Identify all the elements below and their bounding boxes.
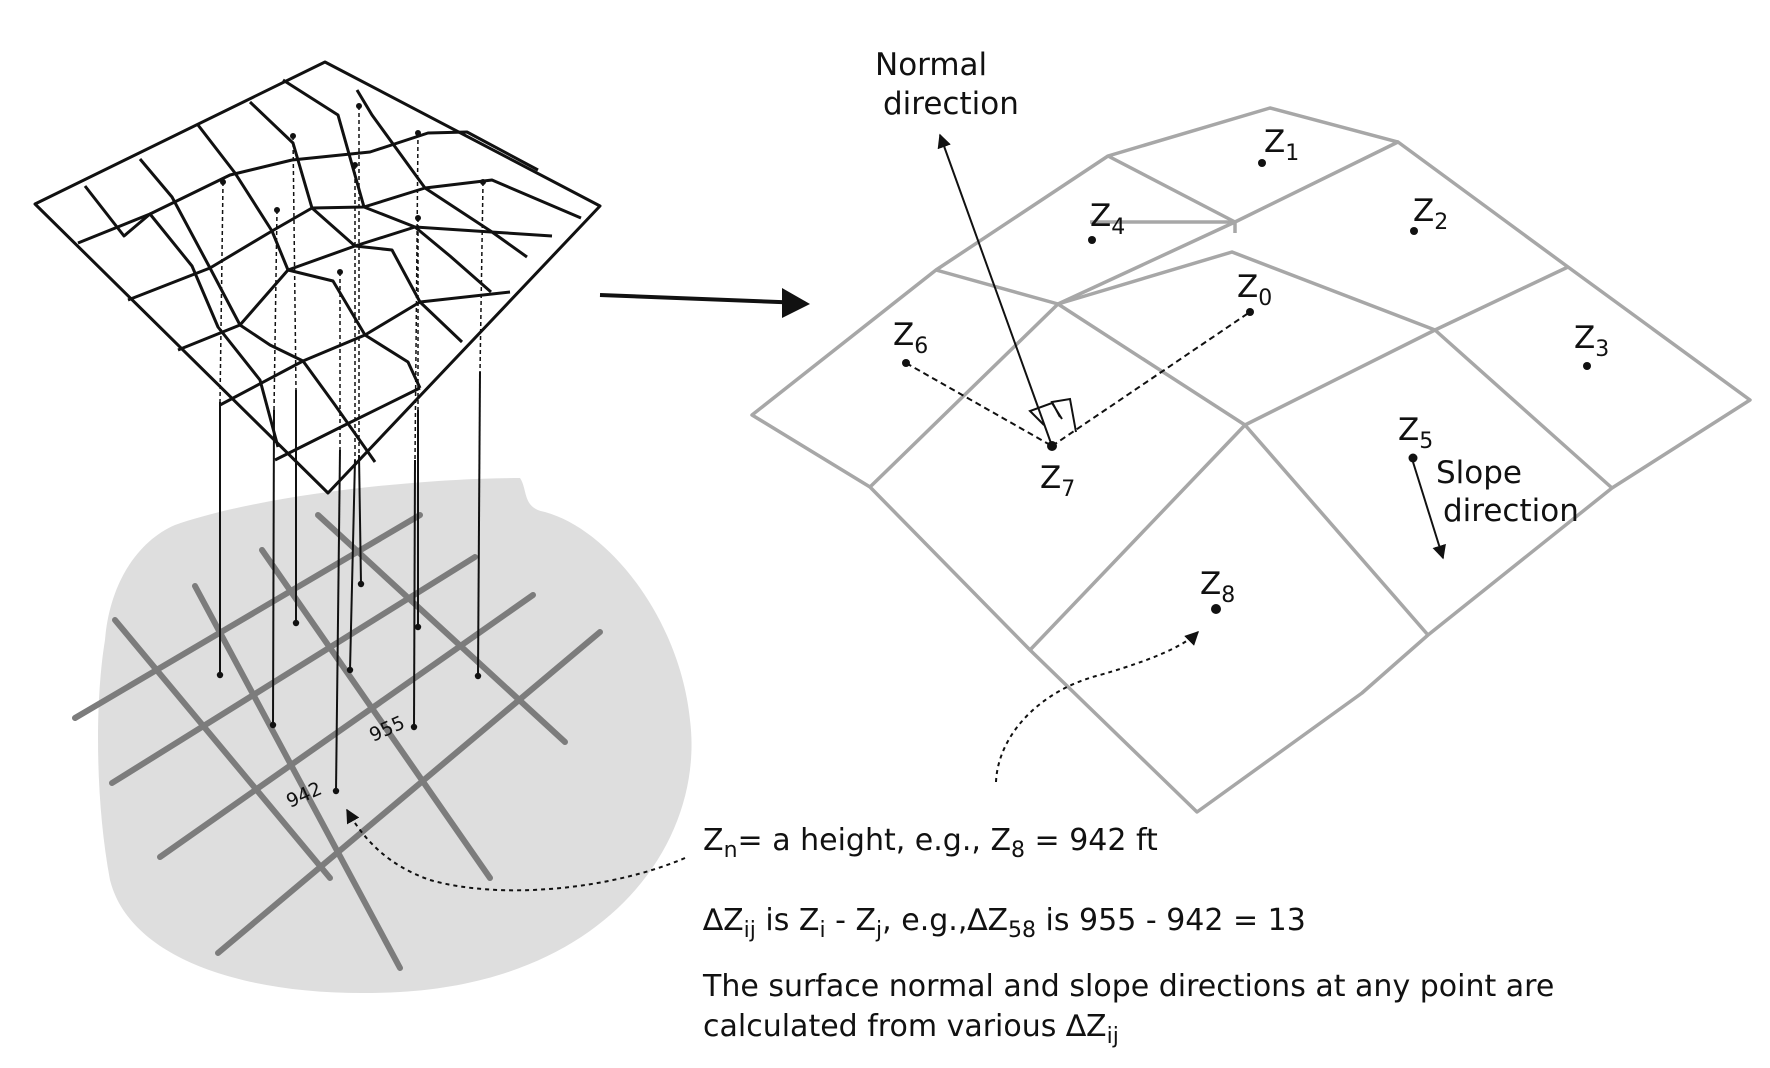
base-map-grid <box>72 512 603 971</box>
label-z2: Z2 <box>1413 193 1448 235</box>
label-z6: Z6 <box>893 317 928 359</box>
slope-direction-label-line1: Slope <box>1436 455 1522 491</box>
zoom-arrow <box>599 293 806 305</box>
caption-line-1: Zn= a height, e.g., Z8 = 942 ft <box>703 823 1158 863</box>
base-map <box>72 478 692 994</box>
label-z7: Z7 <box>1040 460 1075 502</box>
right-angle-marks <box>1028 397 1077 433</box>
normal-direction-label-line2: direction <box>883 86 1019 122</box>
base-map-region <box>98 478 692 994</box>
zoomed-surface-outline <box>750 106 1752 814</box>
projection-lines <box>216 103 486 795</box>
caption-line-3: The surface normal and slope directions … <box>702 969 1554 1004</box>
z8-leader-arrow <box>995 631 1199 783</box>
label-z1: Z1 <box>1264 124 1299 166</box>
label-z5: Z5 <box>1398 412 1433 454</box>
dashed-z6-z7 <box>905 362 1053 447</box>
caption-line-2: ∆Zij is Zi - Zj, e.g.,∆Z58 is 955 - 942 … <box>702 903 1306 943</box>
slope-direction-label-line2: direction <box>1443 493 1579 529</box>
zoomed-surface <box>750 106 1752 814</box>
normal-direction-label-line1: Normal <box>875 47 987 83</box>
dashed-z7-z0 <box>1051 311 1251 447</box>
z-points <box>902 159 1591 614</box>
slope-direction-arrow <box>1412 461 1446 560</box>
label-z3: Z3 <box>1574 320 1609 362</box>
elevation-mesh <box>33 60 602 495</box>
label-z8: Z8 <box>1200 566 1235 608</box>
normal-direction-arrow <box>937 133 1053 447</box>
zoom-arrow-head <box>782 288 810 318</box>
caption-line-4: calculated from various ∆Zij <box>703 1009 1119 1049</box>
942-leader-arrow <box>346 808 686 892</box>
mesh-outline <box>33 60 602 495</box>
label-z4: Z4 <box>1090 198 1125 240</box>
label-z0: Z0 <box>1237 269 1272 311</box>
